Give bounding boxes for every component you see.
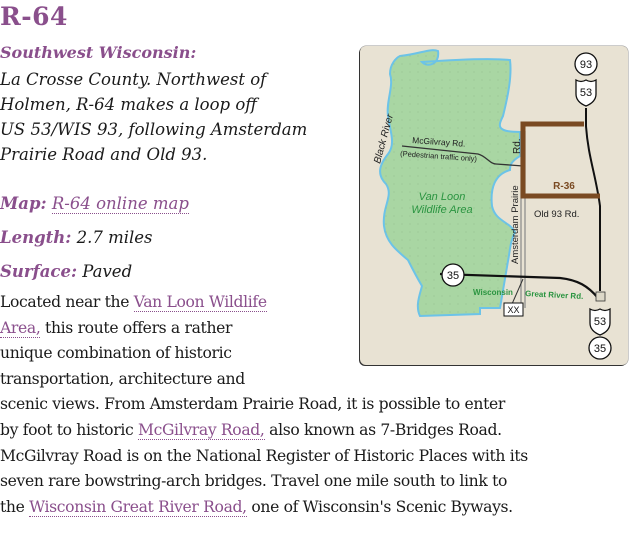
length-value: 2.7 miles: [76, 228, 153, 247]
rd-label: Rd.: [512, 138, 523, 154]
county-xx-road: [511, 278, 524, 305]
intro-line: Prairie Road and Old 93.: [0, 145, 208, 164]
great-river-road-link[interactable]: Wisconsin Great River Road,: [29, 497, 247, 517]
text: the: [0, 497, 30, 516]
wildlife-label-1: Van Loon: [419, 191, 466, 203]
wildlife-area: [379, 49, 521, 318]
junction-marker: [595, 291, 606, 302]
old93-label: Old 93 Rd.: [534, 209, 579, 220]
text: McGilvray Road is on the National Regist…: [0, 446, 528, 465]
xx-label: XX: [507, 305, 519, 315]
surface-row: Surface: Paved: [0, 261, 350, 283]
mcgilvray-road-link[interactable]: McGilvray Road,: [137, 420, 265, 440]
route-title: R-64: [0, 2, 68, 31]
surface-value: Paved: [82, 262, 133, 281]
intro-line: Holmen, R-64 makes a loop off: [0, 95, 257, 114]
shield-text: 35: [594, 343, 606, 355]
state-93-shield: 93: [574, 52, 598, 76]
state-35-shield-west: 35: [441, 263, 465, 287]
intro-line: La Crosse County. Northwest of: [0, 70, 267, 89]
text: unique combination of historic: [0, 344, 232, 363]
surface-label: Surface:: [0, 262, 78, 281]
wildlife-label-2: Wildlife Area: [411, 204, 472, 216]
amsterdam-label: Amsterdam Prairie: [510, 185, 521, 264]
shield-text: 93: [580, 59, 592, 71]
route-map: Black River McGilvray Rd. (Pedestrian tr…: [360, 46, 628, 365]
mcgilvray-road: [401, 145, 524, 167]
online-map-link[interactable]: R-64 online map: [51, 194, 189, 214]
wgrr-label-1: Wisconsin: [473, 288, 513, 297]
wis-35-road: [439, 272, 599, 299]
map-label: Map:: [0, 194, 47, 213]
text: scenic views. From Amsterdam Prairie Roa…: [0, 395, 505, 414]
wgrr-label-2: Great River Rd.: [525, 289, 584, 301]
intro-text: La Crosse County. Northwest of Holmen, R…: [0, 67, 350, 167]
shield-text: 35: [447, 270, 459, 282]
map-row: Map: R-64 online map: [0, 193, 350, 215]
text: Located near the: [0, 293, 134, 311]
text: transportation, architecture and: [0, 369, 245, 388]
text: one of Wisconsin's Scenic Byways.: [246, 497, 513, 516]
intro-line: US 53/WIS 93, following Amsterdam: [0, 120, 308, 139]
route-label: R-36: [553, 181, 575, 192]
length-row: Length: 2.7 miles: [0, 227, 350, 249]
text: seven rare bowstring-arch bridges. Trave…: [0, 472, 508, 491]
region-heading: Southwest Wisconsin:: [0, 43, 197, 62]
state-35-shield-south: 35: [588, 336, 612, 360]
description: Located near the Van Loon Wildlife Area,…: [0, 290, 630, 520]
text: this route offers a rather: [40, 318, 233, 337]
shield-text: 53: [580, 87, 592, 99]
us-53-road: [585, 108, 601, 291]
us-53-shield-bottom: 53: [589, 307, 611, 336]
text: by foot to historic: [0, 420, 138, 439]
shield-text: 53: [594, 316, 606, 328]
route-r36: [520, 121, 600, 199]
length-label: Length:: [0, 228, 72, 247]
county-xx-marker: XX: [503, 302, 524, 317]
van-loon-link-cont[interactable]: Area,: [0, 318, 41, 338]
us-53-shield-top: 53: [575, 78, 597, 107]
mcgilvray-label: McGilvray Rd.: [412, 135, 466, 149]
text: also known as 7-Bridges Road.: [264, 420, 502, 439]
van-loon-link[interactable]: Van Loon Wildlife: [133, 293, 267, 312]
